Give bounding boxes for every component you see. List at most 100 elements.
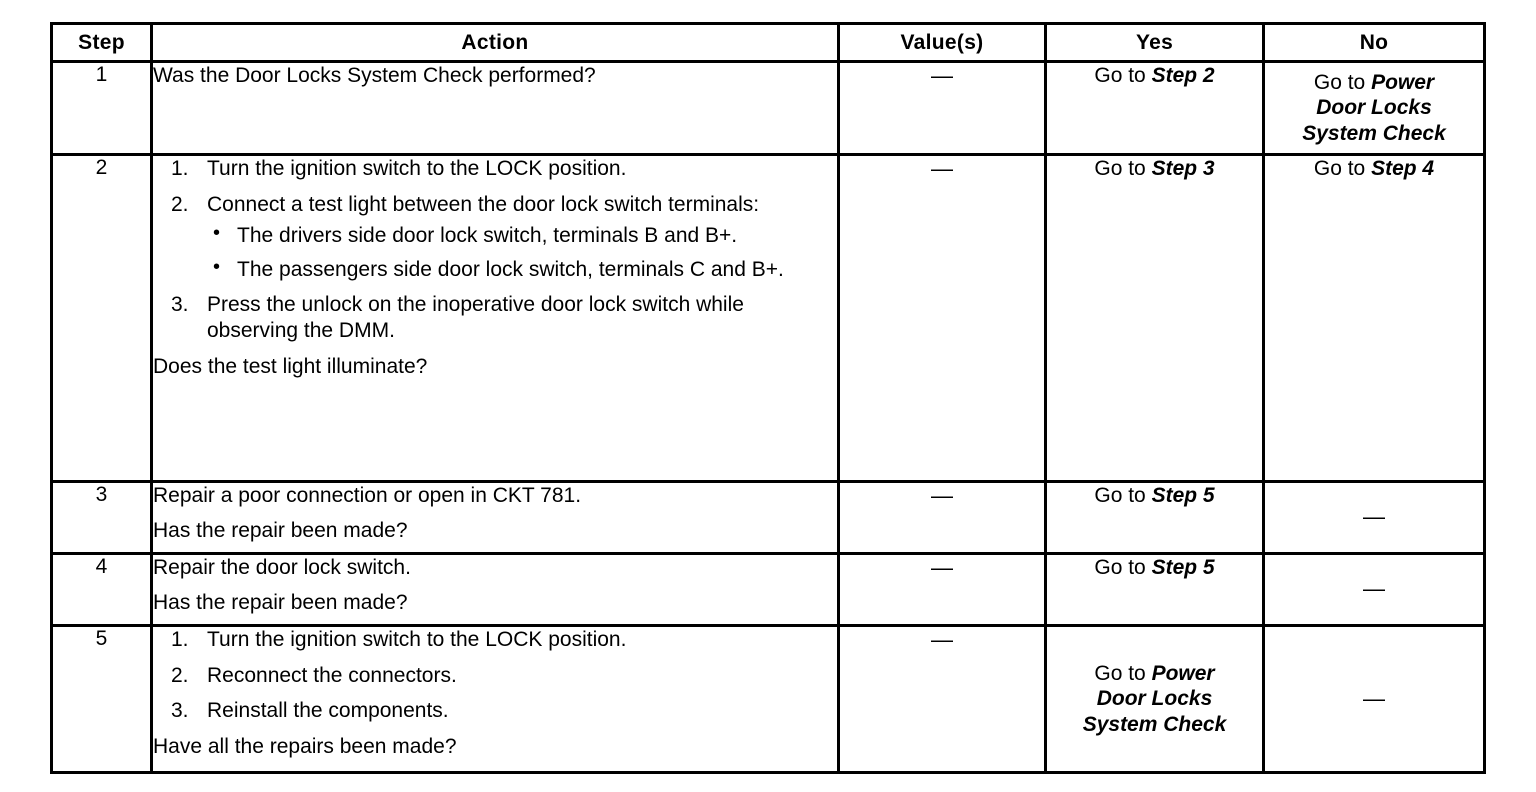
action-step-item: 1. Turn the ignition switch to the LOCK p… [153, 156, 837, 182]
branch-line: Go to Step 5 [1047, 555, 1262, 581]
branch-line: Door Locks [1047, 686, 1262, 712]
action-bullet-list: • The drivers side door lock switch, term… [207, 222, 837, 283]
cell-action: 1. Turn the ignition switch to the LOCK p… [150, 153, 840, 483]
branch-target: Step 4 [1371, 157, 1435, 180]
action-step-number: 1. [171, 157, 189, 180]
branch-line: Go to Power [1265, 70, 1483, 96]
branch-target: Door Locks [1316, 96, 1432, 120]
branch-line: Go to Step 2 [1047, 63, 1262, 89]
branch-target: Step 3 [1151, 157, 1215, 180]
cell-value: — [837, 624, 1047, 774]
cell-value: — [837, 153, 1047, 483]
cell-yes: Go to Step 2 [1044, 60, 1265, 156]
branch-line: Go to Step 5 [1047, 483, 1262, 509]
branch-text: Go to [1313, 70, 1372, 94]
action-lead-text: Was the Door Locks System Check performe… [153, 64, 596, 87]
cell-step-number: 3 [50, 480, 153, 555]
branch-line: Go to Power [1047, 661, 1262, 687]
branch-target: Step 5 [1151, 484, 1215, 507]
column-header-step: Step [50, 22, 153, 63]
action-bullet-text: The passengers side door lock switch, te… [237, 257, 784, 281]
cell-no: Go to Step 4 [1262, 153, 1486, 483]
action-step-number: 1. [171, 628, 189, 651]
cell-action: Repair the door lock switch. Has the repa… [150, 552, 840, 627]
action-step-list: 1. Turn the ignition switch to the LOCK p… [153, 156, 837, 344]
branch-target: Step 2 [1151, 64, 1215, 87]
column-header-yes: Yes [1044, 22, 1265, 63]
cell-value: — [837, 480, 1047, 555]
cell-value: — [837, 552, 1047, 627]
action-question-text: Does the test light illuminate? [153, 354, 428, 378]
branch-text: Go to [1313, 157, 1372, 180]
branch-target: Power [1371, 70, 1435, 94]
column-header-no: No [1262, 22, 1486, 63]
cell-action: Repair a poor connection or open in CKT … [150, 480, 840, 555]
branch-text: Go to [1094, 556, 1152, 579]
cell-action: 1. Turn the ignition switch to the LOCK p… [150, 624, 840, 774]
branch-text: — [1363, 576, 1385, 602]
action-question-text: Have all the repairs been made? [153, 734, 457, 758]
branch-target: System Check [1302, 121, 1446, 145]
branch-target: System Check [1082, 712, 1227, 736]
cell-no: — [1262, 552, 1486, 627]
action-lead-text: Repair a poor connection or open in CKT … [153, 484, 582, 507]
branch-target: Door Locks [1096, 687, 1213, 711]
bullet-dot-icon: • [213, 255, 221, 278]
cell-action: Was the Door Locks System Check performe… [150, 60, 840, 156]
branch-line: System Check [1047, 712, 1262, 738]
branch-target: Power [1151, 661, 1215, 685]
action-step-text: Press the unlock on the inoperative door… [207, 293, 744, 343]
cell-no: — [1262, 480, 1486, 555]
action-step-number: 2. [171, 192, 189, 216]
cell-step-number: 2 [50, 153, 153, 483]
branch-text: Go to [1094, 157, 1152, 180]
column-header-action: Action [150, 22, 840, 63]
action-step-text: Reconnect the connectors. [207, 663, 457, 687]
action-step-text: Turn the ignition switch to the LOCK pos… [207, 628, 627, 651]
action-step-text: Reinstall the components. [207, 699, 449, 723]
cell-step-number: 1 [50, 60, 153, 156]
action-question-text: Has the repair been made? [153, 519, 408, 543]
branch-text: Go to [1094, 64, 1152, 87]
action-step-text: Turn the ignition switch to the LOCK pos… [207, 157, 627, 180]
action-step-item: 1. Turn the ignition switch to the LOCK p… [153, 627, 837, 653]
branch-line: Go to Step 3 [1047, 156, 1262, 182]
action-question-text: Has the repair been made? [153, 591, 408, 615]
action-step-text: Connect a test light between the door lo… [207, 192, 760, 216]
action-bullet-item: • The passengers side door lock switch, t… [207, 255, 837, 283]
action-step-number: 2. [171, 663, 189, 687]
action-step-number: 3. [171, 293, 189, 317]
table-row: 2 1. Turn the ignition switch to the LOCK … [50, 153, 1486, 483]
column-header-values: Value(s) [837, 22, 1047, 63]
cell-value: — [837, 60, 1047, 156]
branch-line: — [1265, 686, 1483, 713]
branch-text: Go to [1094, 484, 1152, 507]
table-header: Step Action Value(s) Yes No [50, 22, 1486, 63]
action-step-item: 3. Reinstall the components. [153, 698, 837, 724]
branch-line: System Check [1265, 121, 1483, 147]
branch-line: — [1265, 576, 1483, 603]
branch-line: — [1265, 504, 1483, 531]
action-bullet-text: The drivers side door lock switch, termi… [237, 224, 738, 248]
cell-no: — [1262, 624, 1486, 774]
cell-yes: Go to Step 5 [1044, 480, 1265, 555]
branch-text: — [1363, 504, 1385, 530]
action-step-number: 3. [171, 699, 189, 723]
branch-text: Go to [1094, 661, 1152, 685]
branch-target: Step 5 [1151, 556, 1215, 579]
branch-text: — [1363, 685, 1385, 711]
header-row: Step Action Value(s) Yes No [50, 22, 1486, 63]
bullet-dot-icon: • [213, 222, 221, 245]
action-bullet-item: • The drivers side door lock switch, term… [207, 222, 837, 249]
action-lead-text: Repair the door lock switch. [153, 556, 411, 579]
cell-yes: Go to Step 5 [1044, 552, 1265, 627]
branch-line: Go to Step 4 [1265, 156, 1483, 182]
action-step-item: 2. Reconnect the connectors. [153, 663, 837, 689]
